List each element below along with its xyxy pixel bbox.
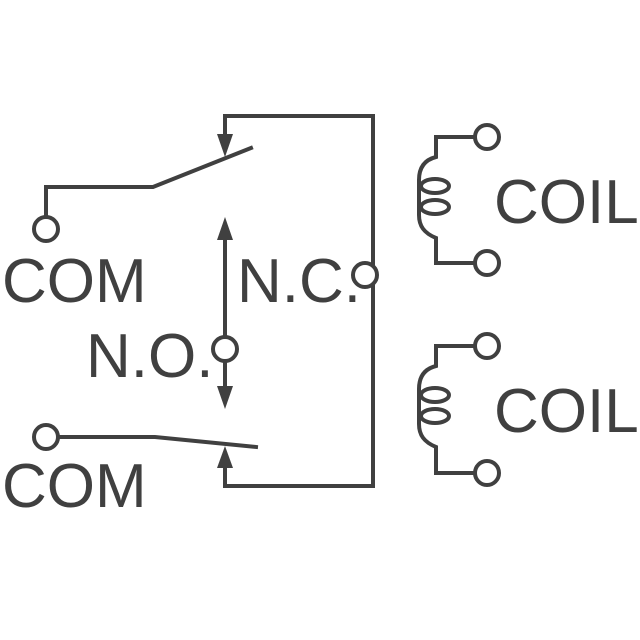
bottom-arrow-head-icon [217, 446, 233, 468]
no-label: N.O. [86, 322, 213, 391]
no-arrow-down-icon [217, 386, 233, 409]
nc-label: N.C. [237, 247, 361, 316]
com-bottom-terminal [32, 423, 60, 451]
coil-bottom-icon [417, 332, 501, 487]
nc-rail-wire [223, 114, 375, 488]
coil-top-label: COIL [494, 168, 639, 237]
coil-top-icon [417, 123, 501, 277]
com-bottom-label: COM [2, 452, 147, 521]
top-switch-wire [44, 145, 254, 219]
bottom-switch-wire [56, 435, 259, 450]
com-top-terminal [32, 215, 60, 243]
coil-bottom-label: COIL [494, 377, 639, 446]
no-arrow-up-icon [217, 217, 233, 240]
com-top-label: COM [2, 247, 147, 316]
top-arrow-head-icon [217, 134, 233, 157]
no-terminal [211, 335, 239, 363]
nc-terminal [351, 261, 379, 289]
